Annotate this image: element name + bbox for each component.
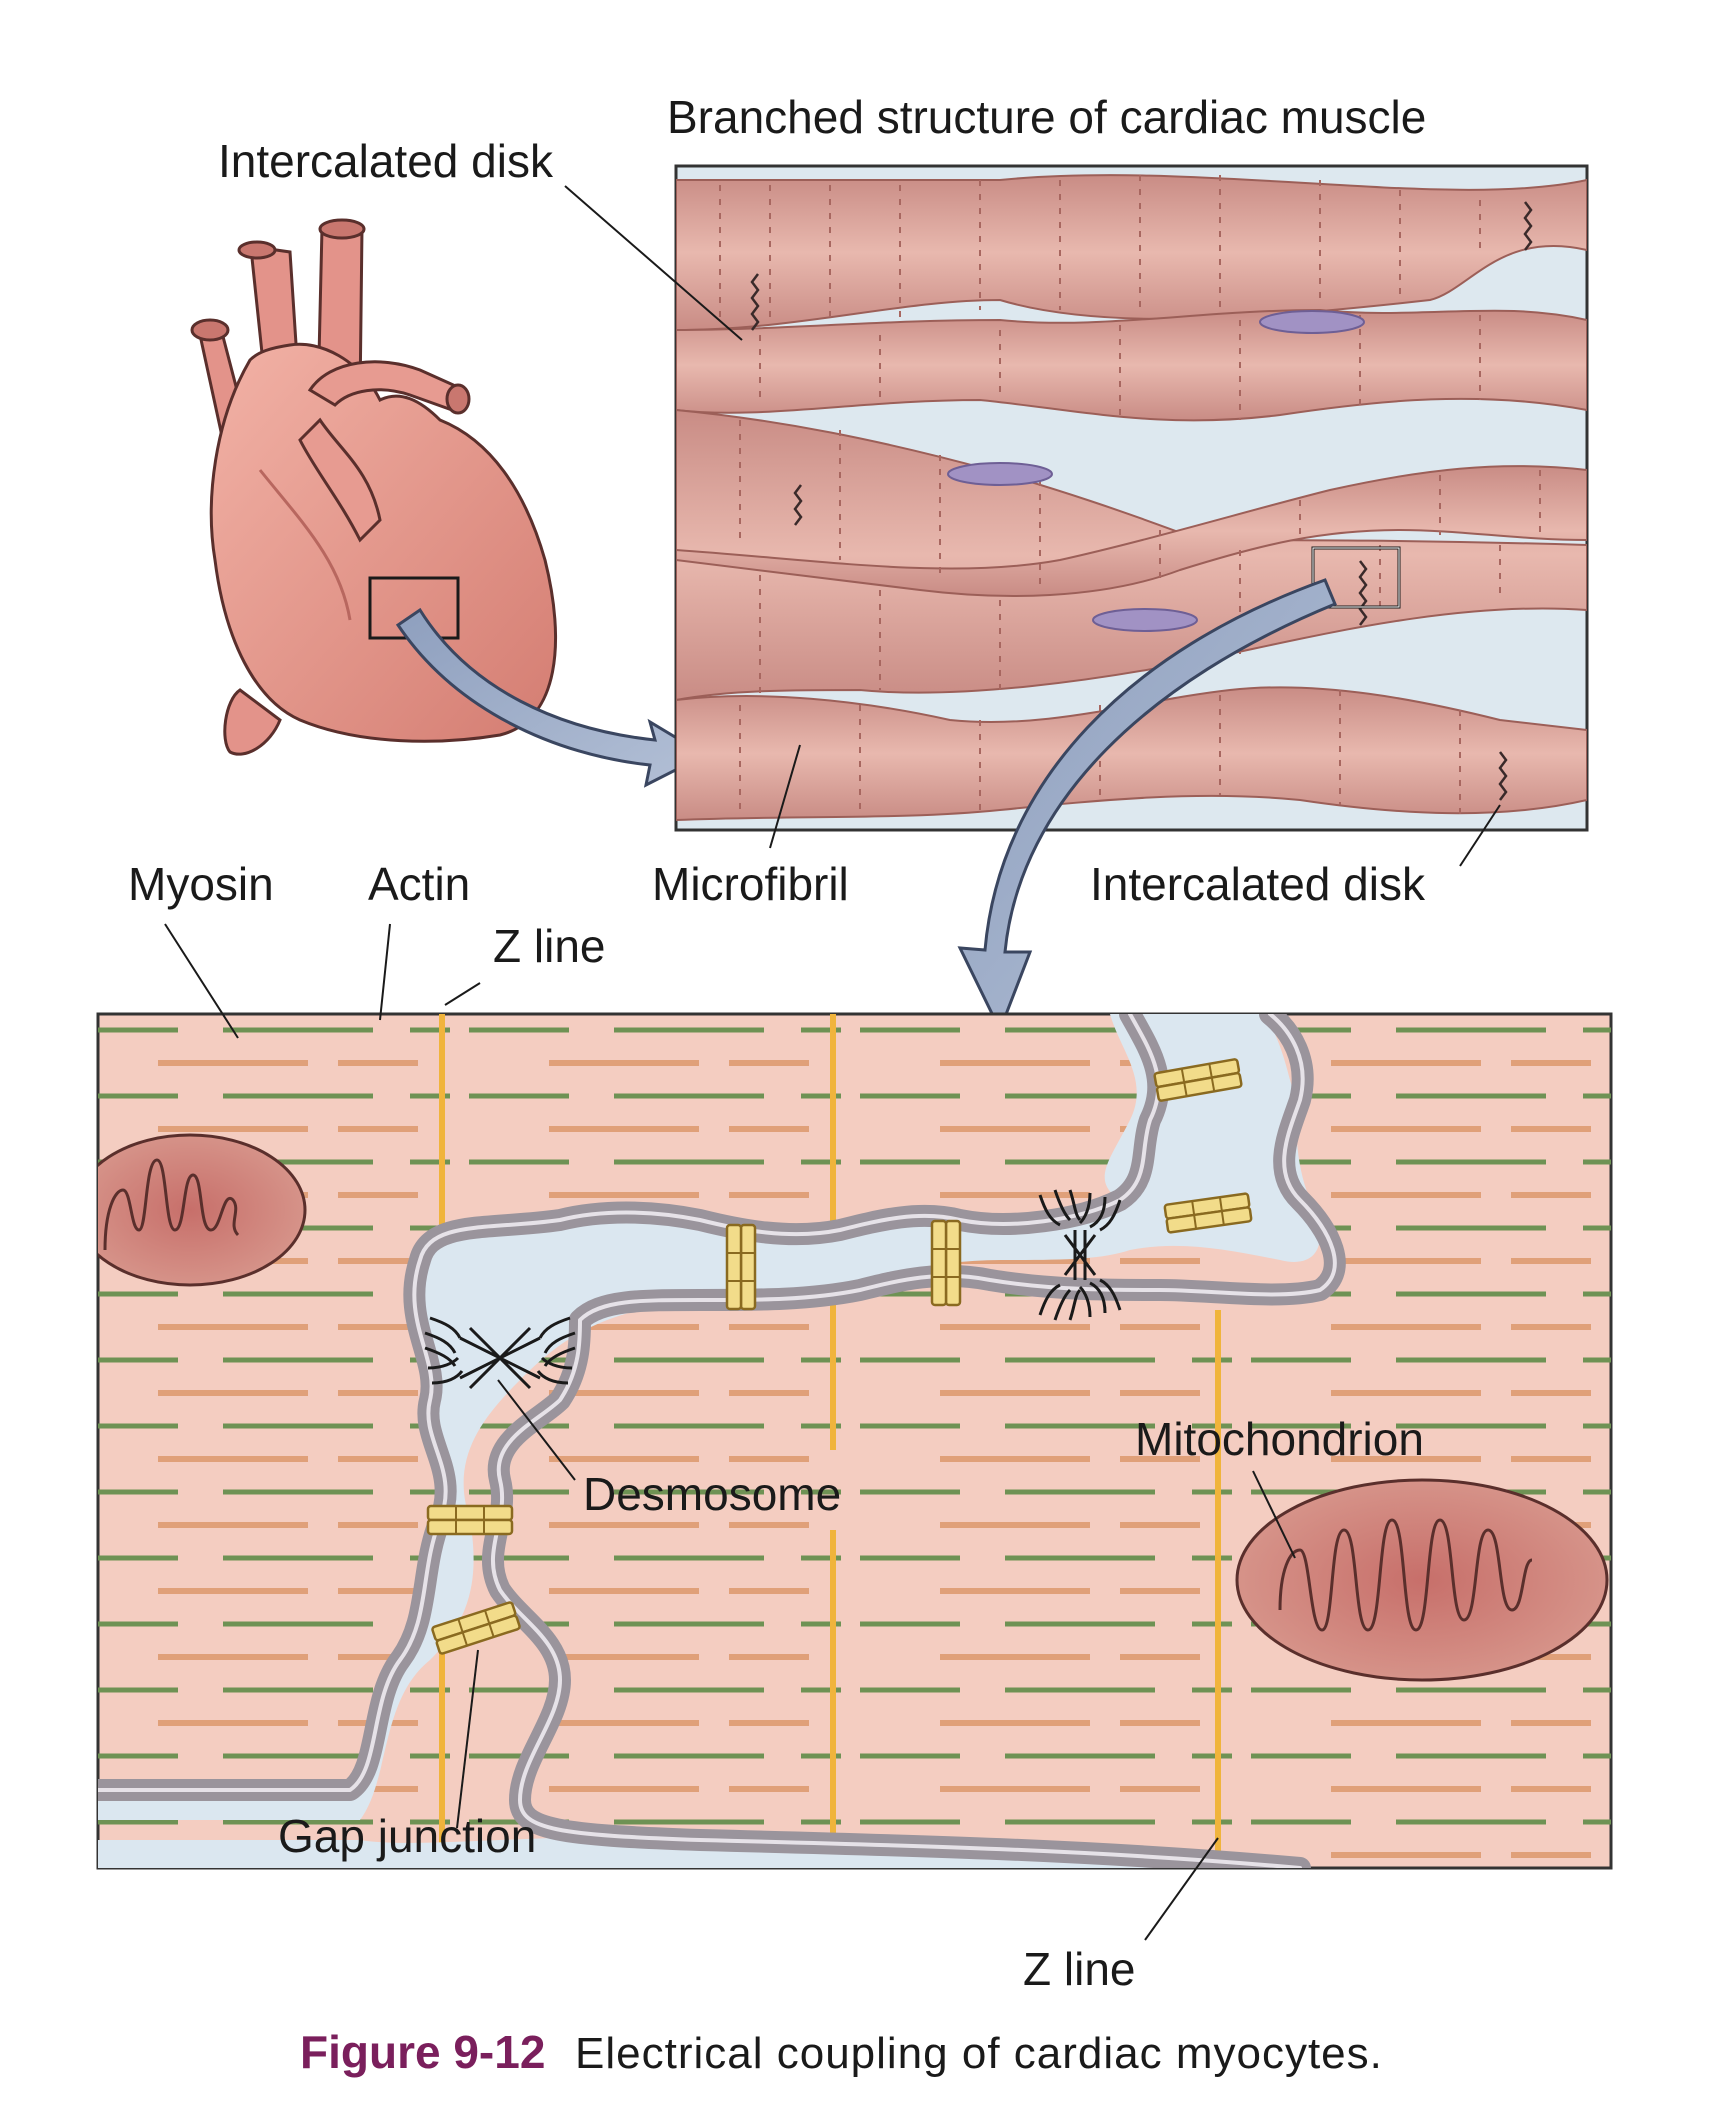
mitochondrion-left — [98, 1133, 307, 1287]
label-branched-structure: Branched structure of cardiac muscle — [667, 91, 1426, 143]
label-z-line-bottom: Z line — [1023, 1943, 1135, 1995]
desmosomes — [424, 1189, 1122, 1390]
detail-panel — [96, 1012, 1613, 1870]
caption-number: Figure 9-12 — [300, 2026, 545, 2078]
leader-lines — [164, 185, 1501, 1941]
nucleus — [1092, 608, 1198, 632]
label-microfibril: Microfibril — [652, 858, 849, 910]
label-gap-junction: Gap junction — [278, 1810, 536, 1862]
branched-fibers-panel — [674, 164, 1589, 832]
mitochondrion-right — [1235, 1478, 1609, 1682]
label-desmosome: Desmosome — [583, 1468, 841, 1520]
caption-text: Electrical coupling of cardiac myocytes. — [575, 2029, 1383, 2078]
label-myosin: Myosin — [128, 858, 274, 910]
arrow-fibers-to-detail — [957, 578, 1337, 1034]
figure-caption: Figure 9-12 Electrical coupling of cardi… — [300, 2026, 1383, 2078]
nucleus — [1259, 310, 1365, 334]
label-actin: Actin — [368, 858, 470, 910]
arrow-heart-to-fibers — [395, 607, 709, 788]
label-z-line-top: Z line — [493, 920, 605, 972]
nucleus — [947, 462, 1053, 486]
labels: Branched structure of cardiac muscle Int… — [128, 91, 1426, 1995]
heart-illustration — [190, 218, 558, 756]
label-intercalated-disk-bottom: Intercalated disk — [1090, 858, 1426, 910]
gap-junctions — [426, 1058, 1253, 1655]
label-intercalated-disk-top: Intercalated disk — [218, 135, 554, 187]
label-mitochondrion: Mitochondrion — [1135, 1413, 1424, 1465]
